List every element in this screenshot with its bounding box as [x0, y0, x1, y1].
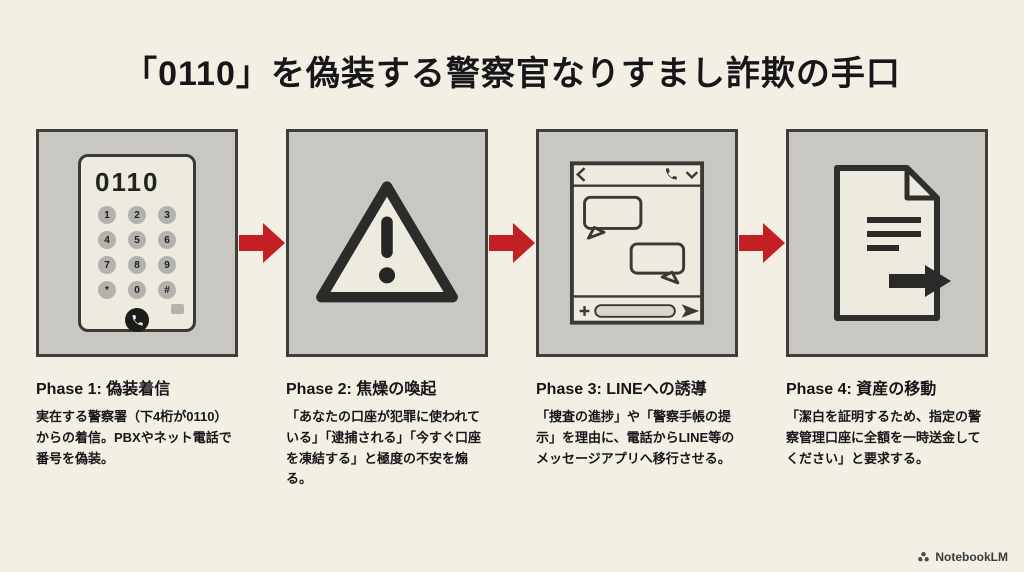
phone-display: 0110 [95, 167, 160, 197]
transfer-arrow-icon [889, 265, 951, 297]
keypad-key: 9 [158, 256, 176, 274]
keypad-key: 1 [98, 206, 116, 224]
keypad-key: 3 [158, 206, 176, 224]
keypad-key: 7 [98, 256, 116, 274]
caption-phase-3: Phase 3: LINEへの誘導 「捜査の進捗」や「警察手帳の提示」を理由に、… [536, 375, 738, 469]
flow-diagram: 0110 1 2 3 4 5 6 7 8 9 * 0 # [0, 129, 1024, 490]
back-chevron-icon [575, 167, 586, 182]
phase-description: 「捜査の進捗」や「警察手帳の提示」を理由に、電話からLINE等のメッセージアプリ… [536, 409, 735, 466]
keypad-key: 6 [158, 231, 176, 249]
panel-phase-4 [786, 129, 988, 357]
keypad-key: * [98, 281, 116, 299]
chevron-down-icon [685, 171, 699, 180]
phase-heading: Phase 3: LINEへの誘導 [536, 381, 707, 398]
caption-phase-2: Phase 2: 焦燥の喚起 「あなたの口座が犯罪に使われている」「逮捕される」… [286, 375, 488, 490]
flow-arrow-icon [489, 223, 535, 263]
phase-description: 「あなたの口座が犯罪に使われている」「逮捕される」「今すぐ口座を凍結する」と極度… [286, 409, 482, 487]
chat-bubble-left [583, 195, 643, 230]
footer-brand-label: NotebookLM [935, 550, 1008, 564]
panel-phase-1: 0110 1 2 3 4 5 6 7 8 9 * 0 # [36, 129, 238, 357]
caption-phase-4: Phase 4: 資産の移動 「潔白を証明するため、指定の警察管理口座に全額を一… [786, 375, 988, 469]
phone-glyph-icon [665, 168, 677, 180]
phase-description: 実在する警察署（下4桁が0110）からの着信。PBXやネット電話で番号を偽装。 [36, 409, 232, 466]
document-transfer-icon [834, 165, 951, 321]
keypad-key: # [158, 281, 176, 299]
phase-heading: Phase 1: 偽装着信 [36, 381, 171, 398]
caption-phase-1: Phase 1: 偽装着信 実在する警察署（下4桁が0110）からの着信。PBX… [36, 375, 238, 469]
call-button-icon [125, 308, 149, 332]
warning-triangle-icon [316, 181, 458, 303]
keypad-key: 8 [128, 256, 146, 274]
plus-icon [579, 306, 590, 316]
flow-arrow-icon [739, 223, 785, 263]
footer-brand: NotebookLM [917, 550, 1008, 564]
keypad-key: 2 [128, 206, 146, 224]
send-icon [681, 304, 700, 318]
flow-arrow-1 [238, 221, 286, 265]
flow-arrow-icon [239, 223, 285, 263]
panel-phase-3 [536, 129, 738, 357]
keypad-key: 5 [128, 231, 146, 249]
notebooklm-logo-icon [918, 551, 930, 561]
flow-arrow-2 [488, 221, 536, 265]
phone-keypad-icon: 0110 1 2 3 4 5 6 7 8 9 * 0 # [78, 154, 196, 332]
phase-heading: Phase 4: 資産の移動 [786, 381, 937, 398]
phone-keypad: 1 2 3 4 5 6 7 8 9 * 0 # [91, 206, 183, 299]
message-input-field [594, 304, 676, 318]
speaker-icon [171, 304, 184, 314]
keypad-key: 4 [98, 231, 116, 249]
flow-arrow-3 [738, 221, 786, 265]
phase-heading: Phase 2: 焦燥の喚起 [286, 381, 437, 398]
phone-bottom-row [91, 308, 183, 332]
chat-bubble-right [629, 242, 686, 275]
keypad-key: 0 [128, 281, 146, 299]
panel-phase-2 [286, 129, 488, 357]
phase-description: 「潔白を証明するため、指定の警察管理口座に全額を一時送金してください」と要求する… [786, 409, 982, 466]
page-title: 「0110」を偽装する警察官なりすまし詐欺の手口 [123, 55, 901, 93]
chat-window-icon [569, 161, 705, 325]
